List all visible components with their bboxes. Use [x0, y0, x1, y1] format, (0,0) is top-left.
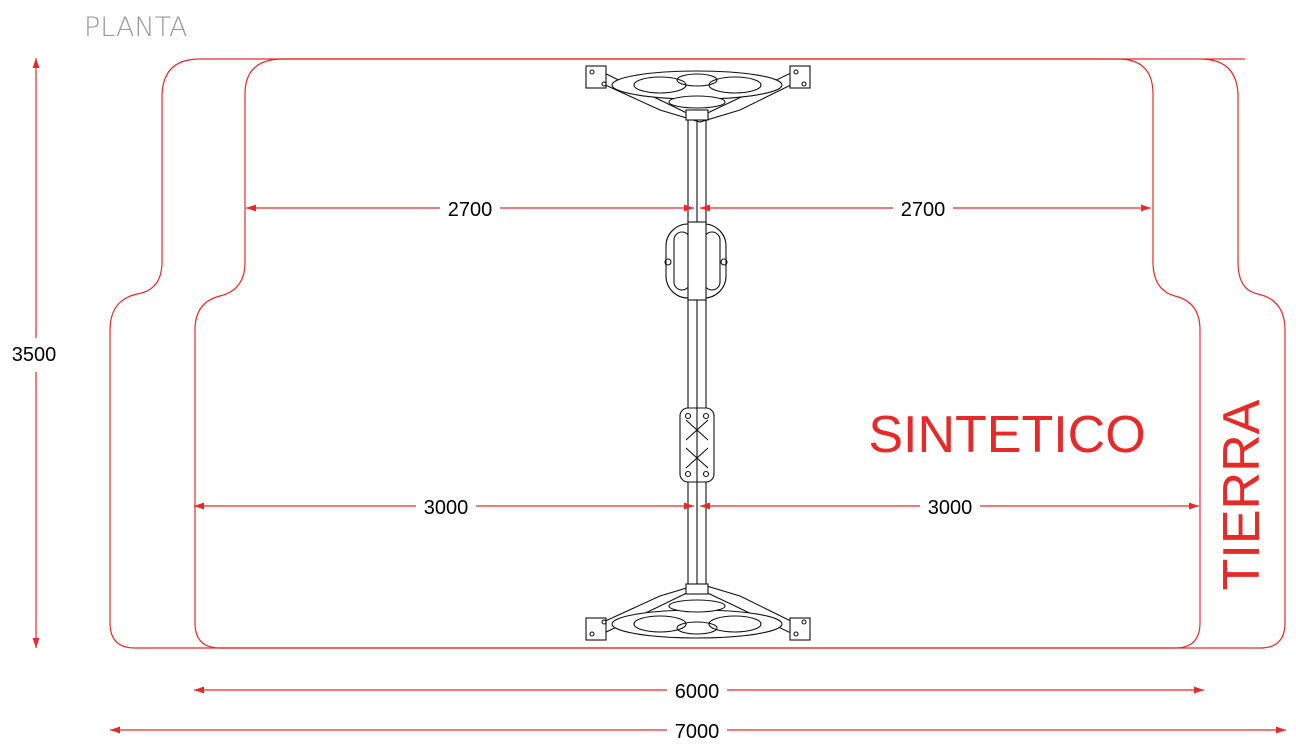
dimension-label-height: 3500: [12, 344, 57, 366]
dimension-inner-total: 6000: [194, 681, 1204, 703]
zone-label-sintetico: SINTETICO: [868, 406, 1145, 464]
footrest-plate: [679, 407, 715, 483]
dimension-lower-right: 3000: [700, 497, 1199, 519]
top-base-plate: [585, 65, 811, 123]
bottom-base-plate: [585, 583, 811, 641]
equipment-swing-frame: [585, 65, 811, 641]
dimension-upper-left: 2700: [246, 199, 694, 221]
dimension-label-lower-right: 3000: [928, 497, 973, 519]
dimension-label-outer-total: 7000: [675, 721, 720, 743]
dimension-label-inner-total: 6000: [675, 681, 720, 703]
handle-seat: [664, 221, 728, 301]
dimension-label-upper-left: 2700: [448, 199, 493, 221]
outer-boundary-tierra: [109, 58, 1286, 649]
dimension-label-upper-right: 2700: [901, 199, 946, 221]
zone-label-tierra: TIERRA: [1213, 399, 1271, 590]
dimension-outer-total: 7000: [110, 721, 1286, 743]
dimension-upper-right: 2700: [700, 199, 1151, 221]
plan-title: PLANTA: [84, 12, 187, 43]
inner-boundary-sintetico: [194, 58, 1201, 649]
dimension-lower-left: 3000: [194, 497, 694, 519]
dimension-label-lower-left: 3000: [424, 497, 469, 519]
dimension-height: 3500: [12, 58, 57, 648]
